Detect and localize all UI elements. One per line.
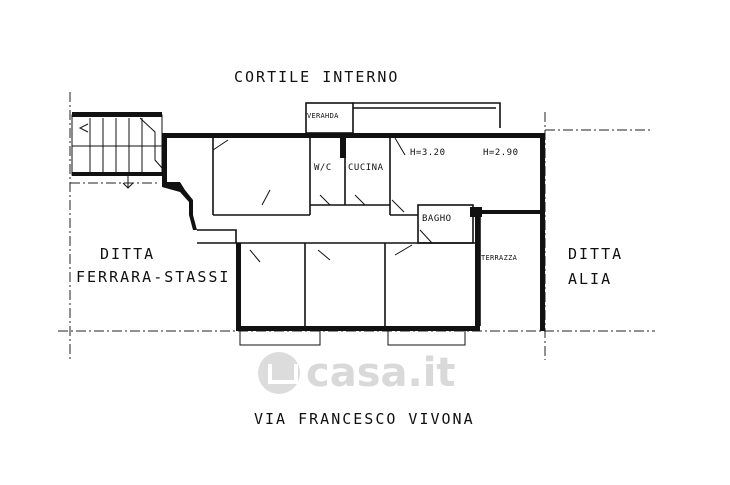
balconies bbox=[239, 331, 466, 346]
height-label-right: H=2.90 bbox=[483, 148, 519, 158]
door-swings bbox=[212, 137, 433, 263]
terrace-label: TERRAZZA bbox=[481, 254, 518, 262]
right-neighbor-label-2: ALIA bbox=[568, 270, 613, 288]
property-lines bbox=[58, 92, 655, 362]
left-neighbor-label-1: DITTA bbox=[100, 245, 156, 263]
wc-label: W/C bbox=[314, 163, 332, 173]
kitchen-label: CUCINA bbox=[348, 163, 384, 173]
house-logo-icon bbox=[258, 352, 300, 394]
staircase bbox=[71, 114, 163, 189]
veranda-label: VERAHDA bbox=[307, 112, 339, 120]
street-label: VIA FRANCESCO VIVONA bbox=[254, 410, 475, 428]
bathroom-label: BAGHO bbox=[422, 214, 452, 224]
right-neighbor-label-1: DITTA bbox=[568, 245, 624, 263]
watermark-text: casa.it bbox=[306, 350, 456, 396]
courtyard-label: CORTILE INTERNO bbox=[234, 68, 400, 86]
left-neighbor-label-2: FERRARA-STASSI bbox=[76, 268, 231, 286]
walls bbox=[162, 133, 545, 331]
height-label-left: H=3.20 bbox=[410, 148, 446, 158]
watermark: casa.it bbox=[258, 350, 456, 396]
